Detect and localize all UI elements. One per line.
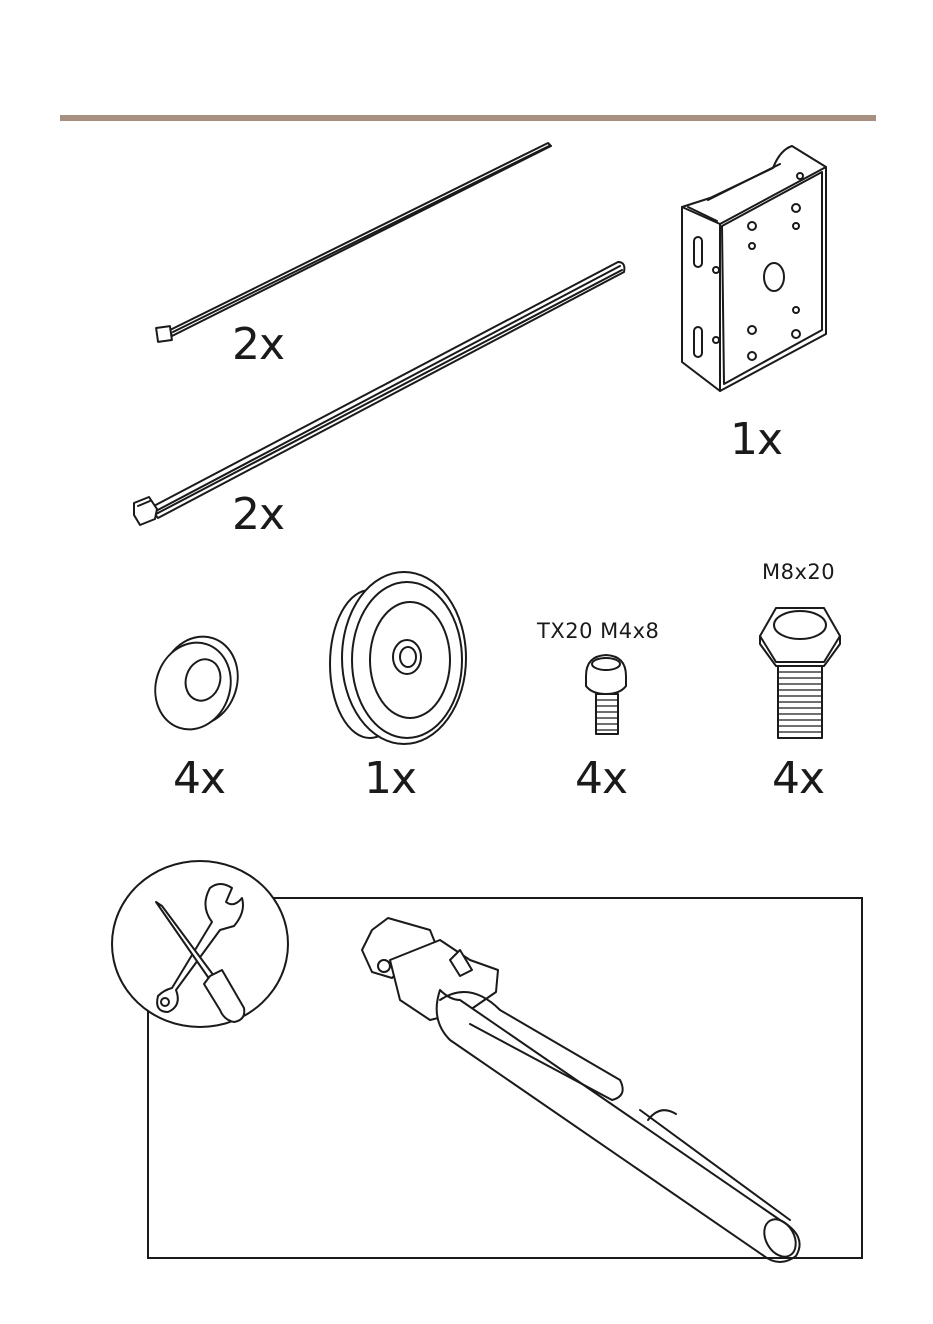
qty-screw: 4x: [575, 757, 627, 801]
qty-bracket: 1x: [730, 418, 782, 462]
qty-small-cable-tie: 2x: [232, 323, 284, 367]
qty-bolt: 4x: [772, 757, 824, 801]
qty-large-cable-tie: 2x: [232, 493, 284, 537]
spec-screw: TX20 M4x8: [537, 621, 659, 642]
qty-grommet: 1x: [364, 757, 416, 801]
spec-bolt: M8x20: [762, 562, 835, 583]
qty-washer: 4x: [173, 757, 225, 801]
